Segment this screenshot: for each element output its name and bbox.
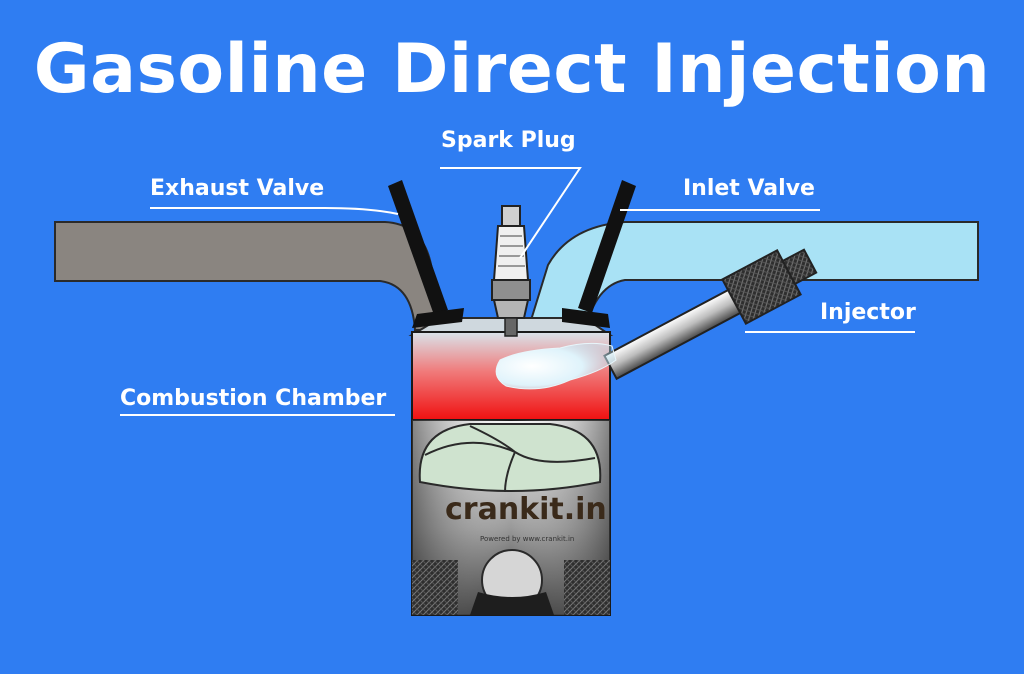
exhaust-valve <box>388 180 448 315</box>
label-injector: Injector <box>820 300 916 325</box>
spark-plug <box>491 205 531 337</box>
label-exhaust-valve: Exhaust Valve <box>150 176 325 201</box>
label-inlet-valve: Inlet Valve <box>683 176 815 201</box>
fuel-spray <box>495 342 617 390</box>
label-combustion-chamber: Combustion Chamber <box>120 386 387 411</box>
cylinder-wall-left <box>412 560 458 615</box>
connecting-rod <box>470 592 554 615</box>
exhaust-port <box>54 221 440 331</box>
logo-tagline: Powered by www.crankit.in <box>480 535 575 543</box>
leader-lines <box>120 167 915 416</box>
piston-crown <box>418 423 602 492</box>
diagram-title: Gasoline Direct Injection <box>33 30 991 109</box>
inlet-valve <box>578 180 636 313</box>
cylinder-wall-right <box>564 560 610 615</box>
label-spark-plug: Spark Plug <box>441 128 576 153</box>
injector <box>603 248 818 381</box>
crankit-logo: crankit.in <box>445 492 607 527</box>
